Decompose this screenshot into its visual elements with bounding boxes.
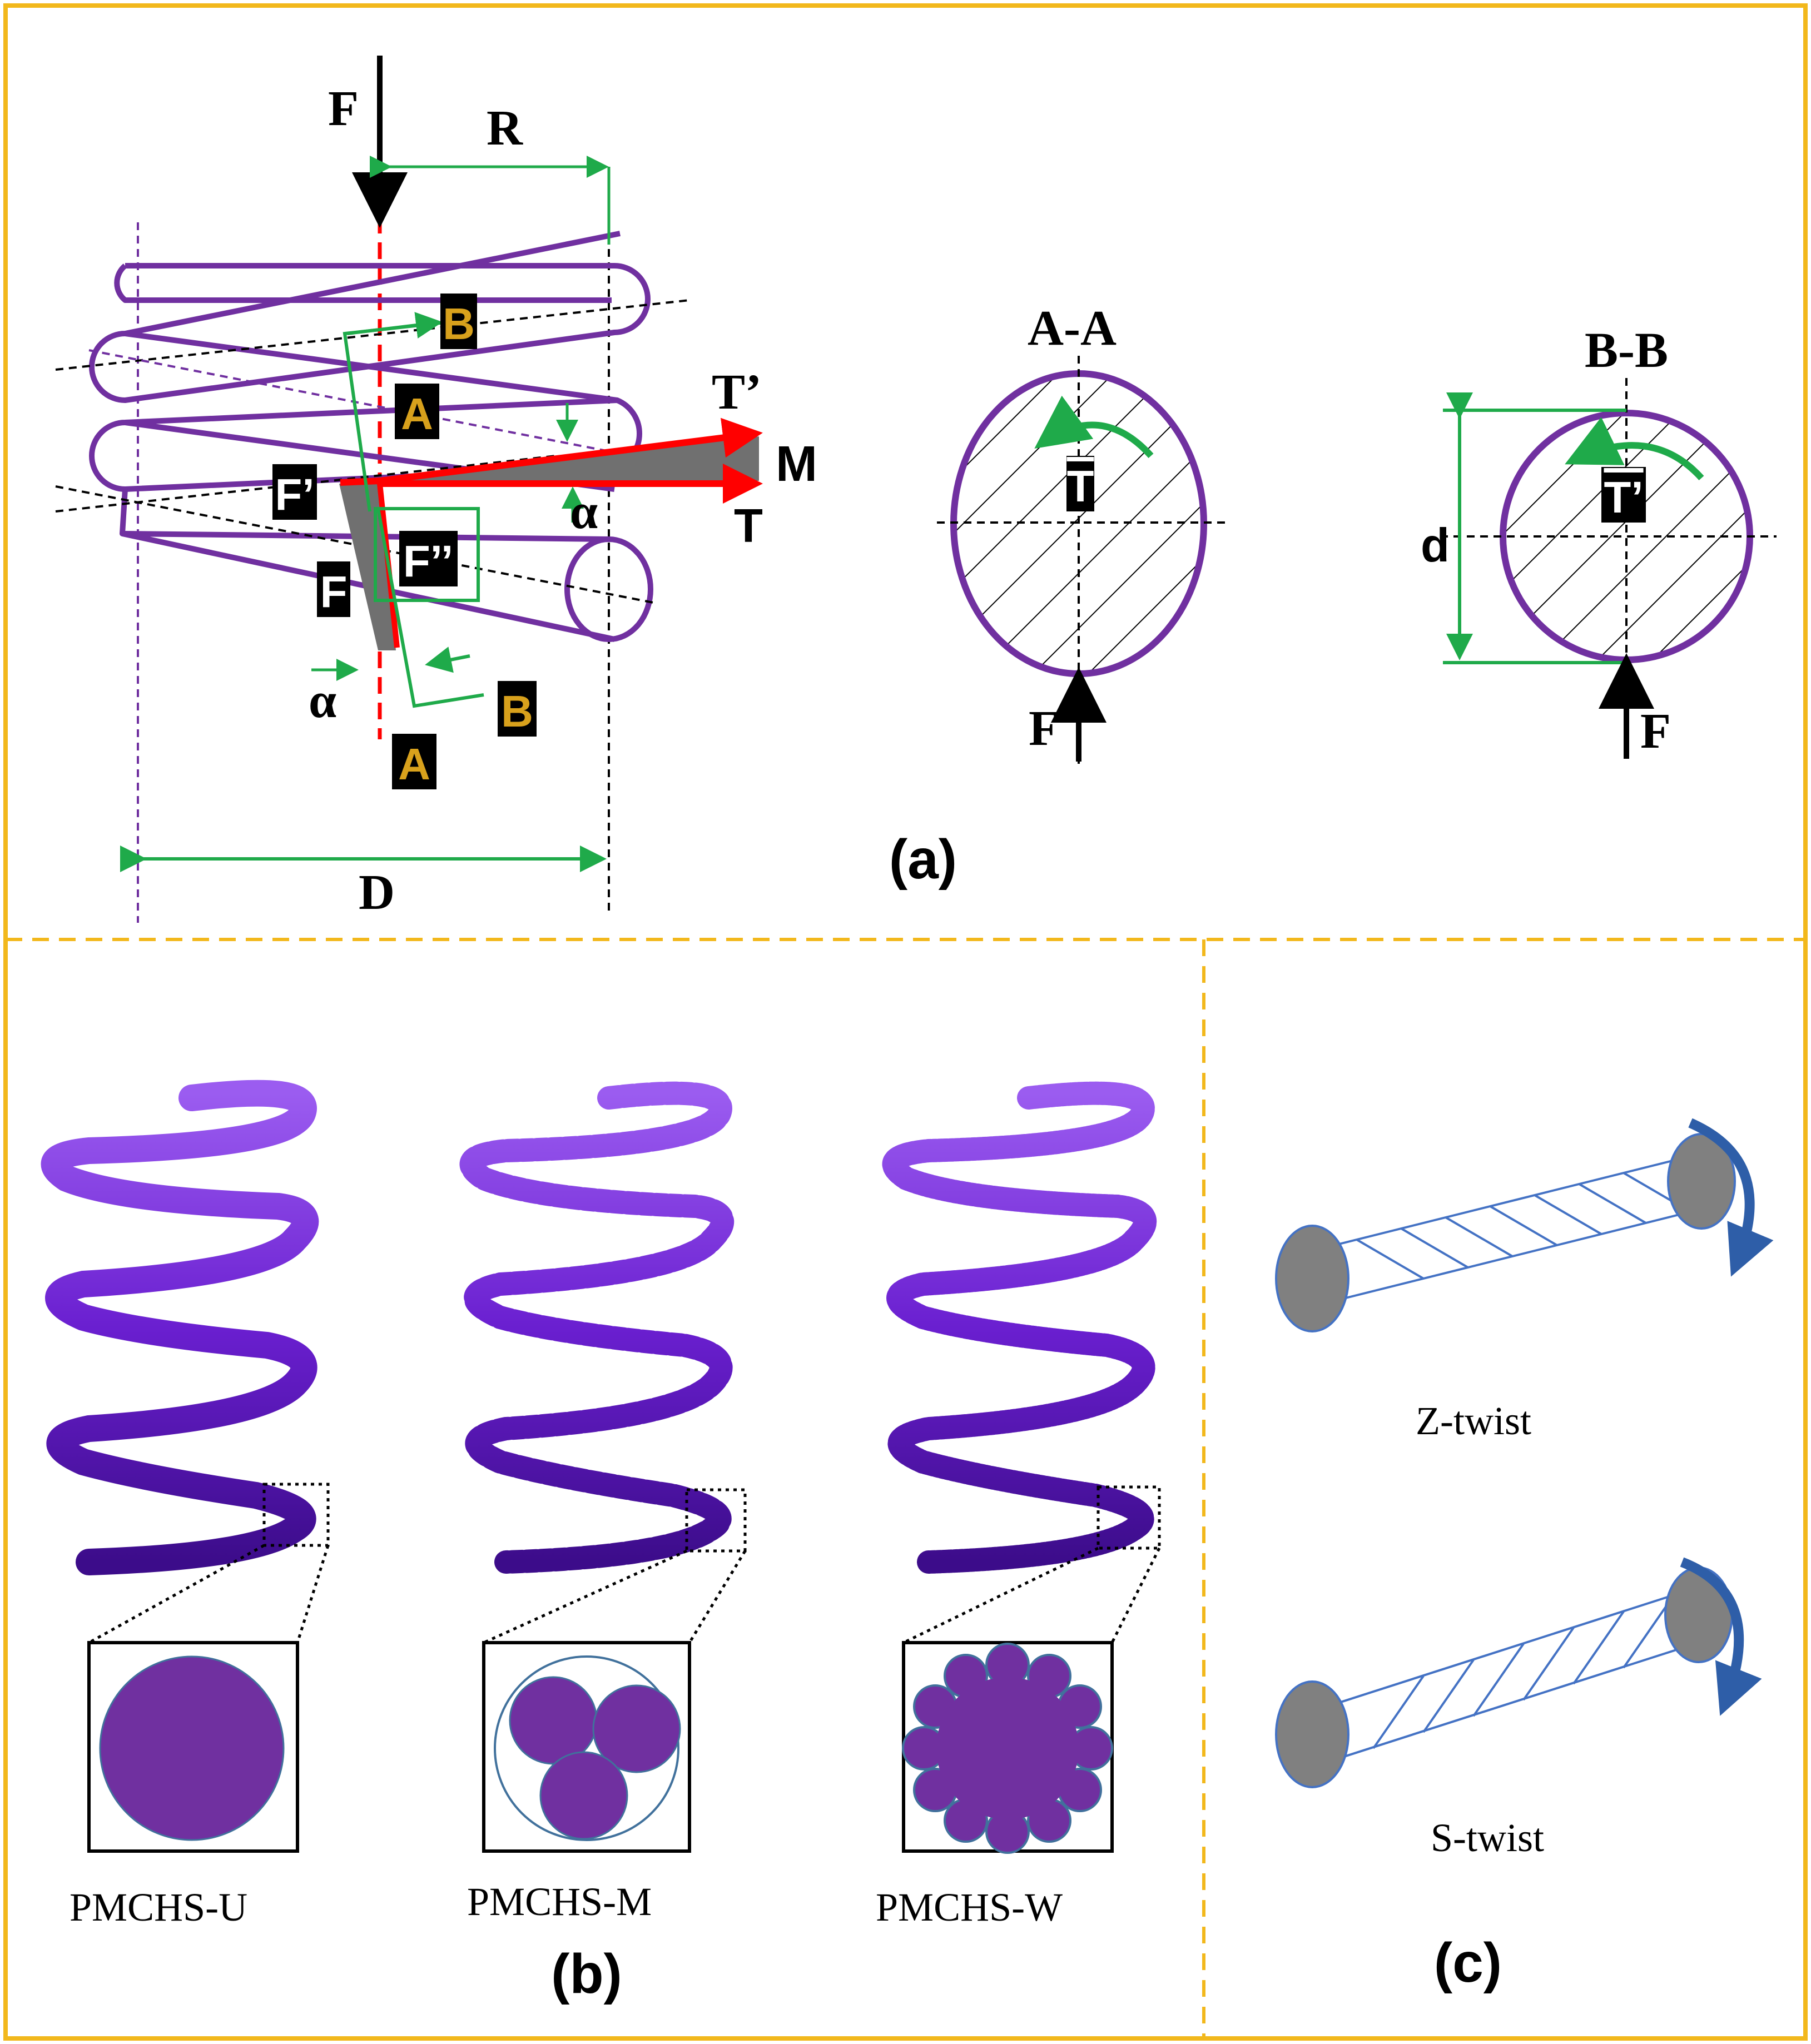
panel-b: PMCHS-U PMCHS-M PMCHS-W (b) [41,1080,1161,2005]
torque-T-prime-label: T’ [712,365,762,420]
badge-F: F [317,561,350,617]
diameter-D-label: D [359,865,395,920]
badge-B-bottom: B [498,681,537,737]
torque-T-label: T [734,500,763,553]
force-F-prime-vector [340,478,380,486]
section-B-indicator [343,312,484,708]
curved-arrow-icon [1688,1118,1774,1277]
label-z-twist: Z-twist [1416,1399,1531,1443]
panel-c: Z-twist S-twist (c) [1275,1118,1774,1994]
svg-text:B: B [443,299,475,349]
section-lines [55,299,690,604]
zoom-connectors [88,1483,1161,1644]
label-PMCHS-U: PMCHS-U [70,1885,247,1929]
panel-b-caption: (b) [551,1943,622,2005]
moment-M-label: M [776,436,817,492]
torque-T-prime-vector [379,417,763,484]
svg-text:F: F [1029,701,1059,756]
svg-text:T’: T’ [1604,473,1643,522]
outer-frame [3,3,1808,2041]
radius-R-label: R [487,101,523,156]
curved-arrow-icon [1565,417,1704,481]
spring-PMCHS-U [41,1080,319,1575]
spring-PMCHS-M [459,1081,735,1574]
alpha-left-label: α [309,673,336,728]
badge-F-prime: F’ [272,464,317,520]
z-twist-cylinder [1275,1118,1774,1332]
inset-section-M [482,1641,691,1853]
svg-text:d: d [1421,519,1450,572]
badge-F-double: F’’ [399,531,458,586]
alpha-right-label: α [570,484,598,539]
section-AA-title: A-A [1028,301,1117,356]
section-BB: B-B T’ d F [1421,323,1777,759]
section-BB-title: B-B [1585,323,1668,378]
badge-A-bottom: A [392,734,436,789]
curved-arrow-icon [1680,1557,1762,1716]
spring-PMCHS-W [882,1081,1157,1574]
force-F-label: F [328,81,359,136]
svg-text:A: A [398,739,430,789]
svg-text:A: A [401,389,433,439]
section-AA: A-A T F [937,301,1226,764]
svg-text:F: F [320,567,348,616]
svg-text:F’: F’ [275,470,314,519]
panel-a: F R D T’ M T α α B [55,56,1777,923]
label-PMCHS-W: PMCHS-W [876,1885,1063,1929]
svg-text:B: B [501,687,533,736]
inset-section-W [902,1641,1114,1854]
curved-arrow-icon [1034,395,1154,459]
s-twist-cylinder [1275,1557,1762,1788]
svg-text:F’’: F’’ [403,536,453,586]
label-PMCHS-M: PMCHS-M [467,1879,652,1924]
svg-text:T: T [1067,461,1094,511]
panel-c-caption: (c) [1434,1932,1502,1994]
badge-A-top: A [395,384,439,439]
inset-section-U [87,1641,299,1853]
badge-B-top: B [440,294,477,349]
panel-a-caption: (a) [889,828,957,891]
label-s-twist: S-twist [1431,1816,1544,1860]
svg-text:F: F [1640,704,1671,759]
